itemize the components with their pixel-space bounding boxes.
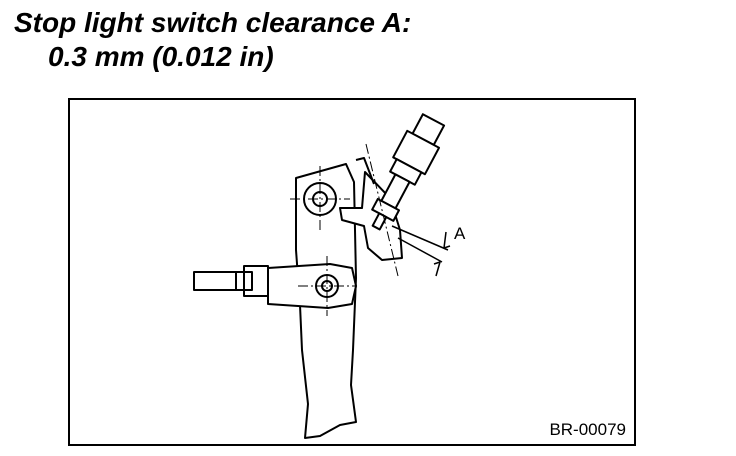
dimension-arrow-1 xyxy=(443,231,451,249)
switch-bracket xyxy=(339,171,403,261)
dimension-arrow-2 xyxy=(433,261,441,277)
heading-line-1: Stop light switch clearance A: xyxy=(14,7,412,38)
dimension-label-a: A xyxy=(454,224,466,243)
figure-code: BR-00079 xyxy=(549,420,626,439)
stop-light-switch xyxy=(371,113,446,231)
diagram-frame: A BR-00079 xyxy=(68,98,636,446)
lock-nut xyxy=(243,265,269,297)
dimension-line-1 xyxy=(391,225,449,251)
heading-line-2: 0.3 mm (0.012 in) xyxy=(48,41,274,72)
push-rod xyxy=(193,271,253,291)
page-heading: Stop light switch clearance A: 0.3 mm (0… xyxy=(14,6,411,74)
dimension-line-2 xyxy=(397,237,443,263)
brake-pedal-illustration xyxy=(193,113,451,439)
